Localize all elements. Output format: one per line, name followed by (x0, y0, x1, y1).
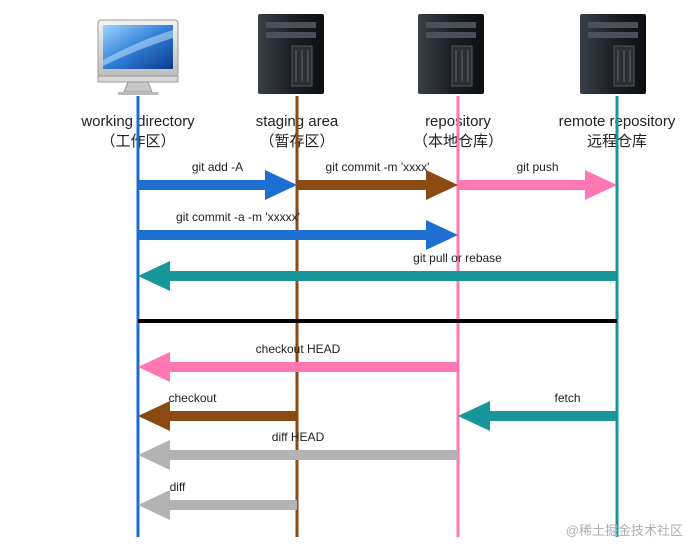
arrow-label: git commit -m 'xxxx' (326, 160, 430, 174)
arrow-label: checkout (168, 391, 217, 405)
arrow-label: diff (170, 480, 186, 494)
imac-computer-icon (97, 19, 179, 95)
arrow-label: git pull or rebase (413, 251, 502, 265)
arrow-label: checkout HEAD (256, 342, 341, 356)
arrow-fetch (458, 401, 617, 431)
arrow-checkout-head (138, 352, 458, 382)
arrow-git-commit-m-xxxx- (297, 170, 458, 200)
arrow-label: git add -A (192, 160, 243, 174)
arrow-git-add-a (138, 170, 297, 200)
arrow-label: git push (516, 160, 558, 174)
arrows: git add -A git commit -m 'xxxx' git push gi… (138, 160, 617, 520)
arrow-diff (138, 490, 297, 520)
arrow-git-push (458, 170, 617, 200)
server-tower-icon (580, 14, 646, 94)
arrow-git-pull-or-rebase (138, 261, 617, 291)
server-tower-icon (418, 14, 484, 94)
arrow-checkout (138, 401, 297, 431)
arrow-label: diff HEAD (272, 430, 325, 444)
watermark: @稀土掘金技术社区 (566, 523, 683, 538)
arrow-git-commit-a-m-xxxxx- (138, 220, 458, 250)
arrow-label: git commit -a -m 'xxxxx' (176, 210, 300, 224)
lifelines (136, 96, 619, 537)
arrow-diff-head (138, 440, 458, 470)
arrow-label: fetch (554, 391, 580, 405)
server-tower-icon (258, 14, 324, 94)
